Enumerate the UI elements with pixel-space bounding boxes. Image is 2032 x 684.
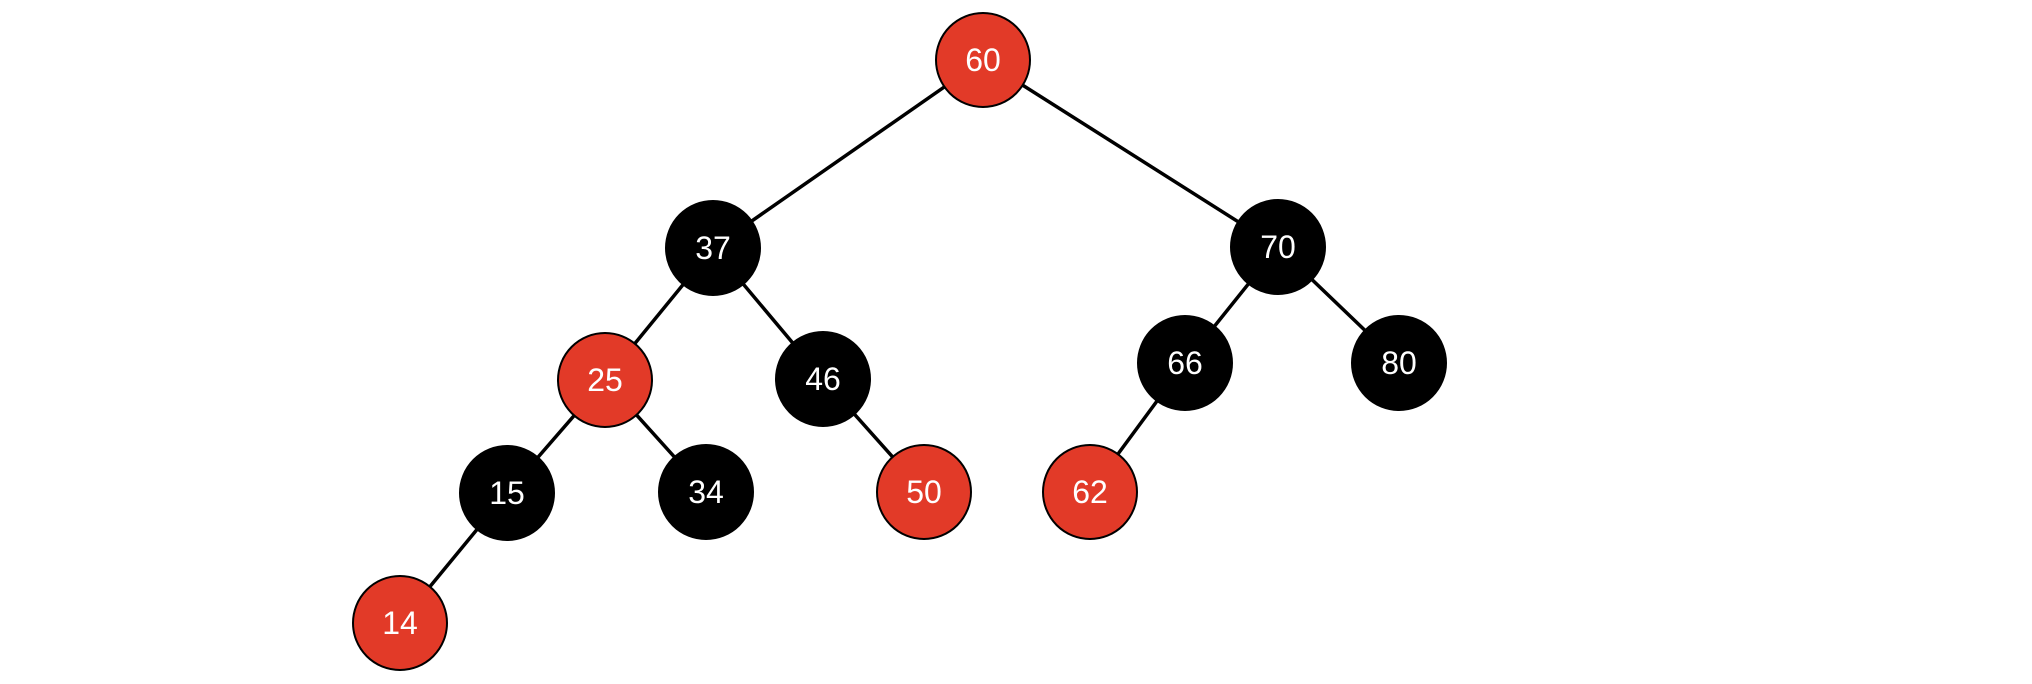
tree-node-46: 46 — [775, 331, 871, 427]
tree-node-50: 50 — [876, 444, 972, 540]
tree-node-circle-red — [352, 575, 448, 671]
tree-node-37: 37 — [665, 200, 761, 296]
tree-node-circle-red — [557, 332, 653, 428]
tree-edge-60-70 — [982, 58, 1279, 249]
tree-node-15: 15 — [459, 445, 555, 541]
tree-node-circle-red — [876, 444, 972, 540]
tree-edges-layer — [398, 58, 1401, 625]
tree-node-circle-red — [1042, 444, 1138, 540]
tree-node-80: 80 — [1351, 315, 1447, 411]
tree-nodes-layer: 60 37 70 25 46 66 80 15 34 50 62 14 — [352, 12, 1447, 671]
tree-node-70: 70 — [1230, 199, 1326, 295]
tree-node-circle-black — [459, 445, 555, 541]
tree-node-circle-black — [665, 200, 761, 296]
tree-node-34: 34 — [658, 444, 754, 540]
tree-edge-60-37 — [712, 58, 984, 250]
tree-node-circle-red — [935, 12, 1031, 108]
tree-node-60: 60 — [935, 12, 1031, 108]
tree-node-circle-black — [1230, 199, 1326, 295]
tree-node-25: 25 — [557, 332, 653, 428]
tree-node-circle-black — [1351, 315, 1447, 411]
tree-node-circle-black — [658, 444, 754, 540]
tree-node-66: 66 — [1137, 315, 1233, 411]
tree-node-62: 62 — [1042, 444, 1138, 540]
tree-node-14: 14 — [352, 575, 448, 671]
tree-node-circle-black — [1137, 315, 1233, 411]
tree-node-circle-black — [775, 331, 871, 427]
